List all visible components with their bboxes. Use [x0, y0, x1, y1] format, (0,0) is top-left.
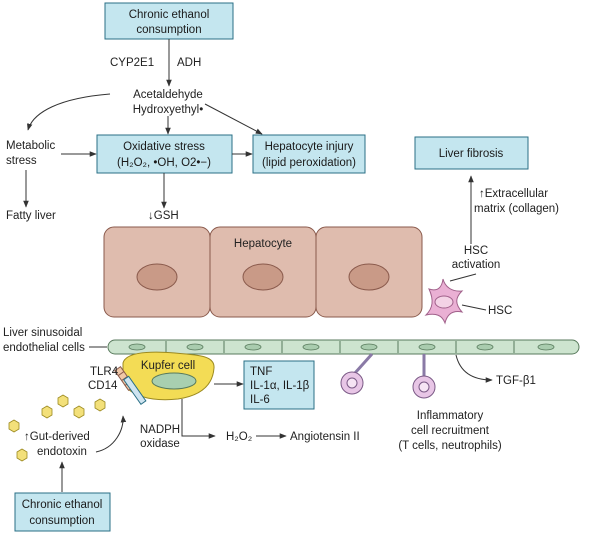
inflammatory-line2: cell recruitment — [411, 425, 490, 437]
box-hepatocyte-injury: Hepatocyte injury (lipid peroxidation) — [252, 134, 366, 174]
kupffer-cell: Kupfer cell — [122, 351, 244, 401]
kupffer-label: Kupfer cell — [141, 360, 195, 372]
kupffer-nucleus — [151, 372, 197, 390]
oxidative-line2: (H₂O₂, •OH, O2•−) — [117, 157, 211, 169]
injury-line1: Hepatocyte injury — [265, 141, 354, 153]
acetaldehyde-label: Acetaldehyde — [133, 89, 203, 101]
inflammatory-cell-nucleus — [346, 377, 358, 389]
hsc-nucleus — [434, 295, 454, 309]
h2o2-label: H₂O₂ — [226, 431, 252, 443]
box-ethanol-top-line1: Chronic ethanol — [129, 9, 210, 21]
enzyme-adh: ADH — [177, 57, 201, 69]
ecm-line2: matrix (collagen) — [474, 203, 559, 215]
tlr4-label: TLR4 — [90, 366, 119, 378]
endothelial-layer — [107, 339, 580, 355]
box-ethanol-bottom-line1: Chronic ethanol — [22, 499, 103, 511]
hepatocyte-row: Hepatocyte — [103, 226, 423, 318]
injury-line2: (lipid peroxidation) — [262, 157, 356, 169]
box-cytokines: TNF IL-1α, IL-1β IL-6 — [243, 360, 315, 410]
hepatocyte-nucleus — [348, 263, 390, 291]
endotoxin-hexagon — [57, 394, 69, 408]
metabolic-stress-line2: stress — [6, 155, 37, 167]
hsc-pointer-line — [461, 304, 487, 311]
endotoxin-hexagon — [16, 448, 28, 462]
cytokine-il6: IL-6 — [250, 394, 270, 406]
arrow-to-tgf — [455, 354, 493, 383]
arrow-to-metabolic — [26, 93, 111, 131]
cytokine-il1: IL-1α, IL-1β — [250, 380, 310, 392]
inflammatory-line3: (T cells, neutrophils) — [398, 440, 501, 452]
endotoxin-hexagon — [73, 405, 85, 419]
hsc-cell: HSC — [424, 278, 512, 325]
arrow-to-injury — [204, 103, 263, 135]
tgf-label: TGF-β1 — [496, 375, 536, 387]
endotoxin-molecules — [8, 394, 106, 462]
endothelial-dividers — [165, 341, 515, 353]
receptors: TLR4 CD14 — [88, 365, 147, 406]
cytokine-tnf: TNF — [250, 366, 272, 378]
hepatocyte-nucleus — [136, 263, 178, 291]
angiotensin-label: Angiotensin II — [290, 431, 360, 443]
ecm-line1: ↑Extracellular — [479, 188, 548, 200]
box-ethanol-top: Chronic ethanol consumption — [104, 2, 234, 40]
hepatocyte-label: Hepatocyte — [234, 238, 292, 250]
inflammatory-cell-nucleus — [418, 381, 430, 393]
arrow-endotoxin-to-kupffer — [95, 415, 127, 453]
adhesion-stalk — [353, 352, 374, 375]
metabolic-stress-line1: Metabolic — [6, 140, 55, 152]
oxidative-line1: Oxidative stress — [123, 141, 205, 153]
fibrosis-label: Liver fibrosis — [439, 148, 504, 160]
nadph-line1: NADPH — [140, 424, 180, 436]
inflammatory-line1: Inflammatory — [417, 410, 484, 422]
endothelial-nuclei — [128, 343, 555, 351]
gut-endotoxin-line2: endotoxin — [37, 446, 87, 458]
hepatocyte-nucleus — [242, 263, 284, 291]
endothelium-row: Liver sinusoidal endothelial cells — [3, 327, 580, 355]
hsc-label: HSC — [488, 305, 512, 317]
lsec-label-line2: endothelial cells — [3, 342, 85, 354]
enzyme-cyp2e1: CYP2E1 — [110, 57, 154, 69]
hsc-activation-line2: activation — [452, 259, 501, 271]
box-ethanol-top-line2: consumption — [136, 24, 201, 36]
endotoxin-hexagon — [94, 398, 106, 412]
arrow-to-h2o2 — [181, 399, 216, 439]
box-liver-fibrosis: Liver fibrosis — [414, 136, 529, 170]
lsec-label-line1: Liver sinusoidal — [3, 327, 82, 339]
box-oxidative-stress: Oxidative stress (H₂O₂, •OH, O2•−) — [96, 134, 233, 174]
box-ethanol-bottom-line2: consumption — [29, 515, 94, 527]
endotoxin-hexagon — [8, 419, 20, 433]
cd14-receptor — [123, 375, 147, 406]
endotoxin-hexagon — [41, 405, 53, 419]
gut-endotoxin-line1: ↑Gut-derived — [24, 431, 90, 443]
fatty-liver-label: Fatty liver — [6, 210, 56, 222]
box-ethanol-bottom: Chronic ethanol consumption — [14, 492, 111, 532]
gsh-label: ↓GSH — [148, 210, 179, 222]
hydroxyethyl-label: Hydroxyethyl• — [133, 104, 204, 116]
inflammatory-cells: Inflammatory cell recruitment (T cells, … — [340, 352, 502, 452]
line-hsc-to-activation — [449, 273, 477, 282]
cd14-label: CD14 — [88, 380, 118, 392]
nadph-line2: oxidase — [140, 438, 180, 450]
hsc-activation-line1: HSC — [464, 245, 488, 257]
